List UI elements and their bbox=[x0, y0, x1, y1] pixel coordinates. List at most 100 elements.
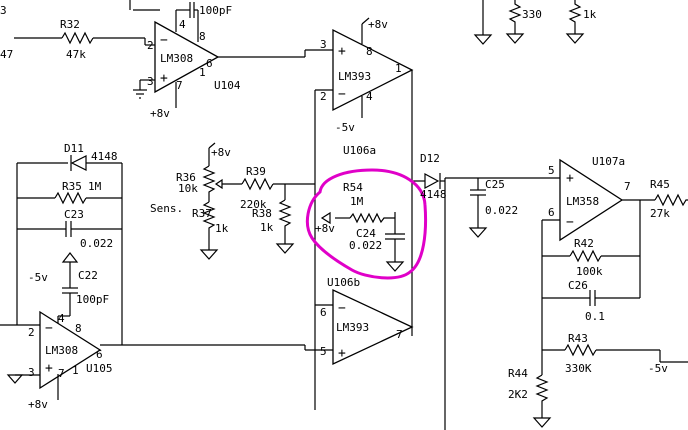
r43-value: 330K bbox=[565, 362, 592, 375]
u104-pin-6: 6 bbox=[206, 57, 213, 70]
c24-value: 0.022 bbox=[349, 239, 382, 252]
r54-c24-network: R54 1M +8v C24 0.022 bbox=[305, 168, 428, 280]
r35-ref: R35 bbox=[62, 180, 82, 193]
r36-ref: R36 bbox=[176, 171, 196, 184]
r45-ref: R45 bbox=[650, 178, 670, 191]
u106b-pin-6: 6 bbox=[320, 306, 327, 319]
d11-ref: D11 bbox=[64, 142, 84, 155]
r39-value: 220k bbox=[240, 198, 267, 211]
r38-value: 1k bbox=[260, 221, 274, 234]
u105-feedback-network: D11 4148 R35 1M C23 0.022 bbox=[16, 142, 123, 345]
left-fragment-label: 3 bbox=[0, 4, 7, 17]
r35-resistor bbox=[54, 191, 87, 205]
r37-resistor bbox=[202, 201, 216, 240]
u106b-plus-sign: + bbox=[338, 346, 346, 361]
u107a-ref: U107a bbox=[592, 155, 625, 168]
c26-value: 0.1 bbox=[585, 310, 605, 323]
u104-opamp: 2 3 − + LM308 4 8 6 7 1 U104 100pF +8v bbox=[129, 0, 305, 120]
u106a-pin-1: 1 bbox=[395, 62, 402, 75]
c25-ground-icon bbox=[468, 227, 488, 238]
u104-pin-7: 7 bbox=[176, 79, 183, 92]
c23-value: 0.022 bbox=[80, 237, 113, 250]
ground-icon-3 bbox=[565, 33, 585, 44]
u105-pin-3: 3 bbox=[28, 366, 35, 379]
r39-ref: R39 bbox=[246, 165, 266, 178]
c23-ref: C23 bbox=[64, 208, 84, 221]
d12-value: 4148 bbox=[420, 188, 447, 201]
r45-value: 27k bbox=[650, 207, 670, 220]
c26-ref: C26 bbox=[568, 279, 588, 292]
d11-value: 4148 bbox=[91, 150, 118, 163]
r-330-resistor bbox=[508, 0, 522, 34]
u104-part: LM308 bbox=[160, 52, 193, 65]
r43-supply: -5v bbox=[648, 362, 668, 375]
u106b-minus-sign: − bbox=[338, 301, 346, 316]
u104-pin-1: 1 bbox=[199, 66, 206, 79]
r42-ref: R42 bbox=[574, 237, 594, 250]
u105-part: LM308 bbox=[45, 344, 78, 357]
r-1k-top-value: 1k bbox=[583, 8, 597, 21]
r45-resistor bbox=[654, 193, 688, 207]
r42-value: 100k bbox=[576, 265, 603, 278]
u106a-pin-4: 4 bbox=[366, 90, 373, 103]
u106a-ref: U106a bbox=[343, 144, 376, 157]
r54-supply: +8v bbox=[315, 222, 335, 235]
u104-ref: U104 bbox=[214, 79, 241, 92]
u106a-pin-2: 2 bbox=[320, 90, 327, 103]
r54-wiper-arrow-icon bbox=[320, 211, 331, 225]
c24-ground-icon bbox=[385, 261, 405, 272]
u105-ground-icon bbox=[6, 374, 24, 384]
u106a-plus-sign: + bbox=[338, 44, 346, 59]
r36-supply: +8v bbox=[211, 146, 231, 159]
r32-resistor bbox=[61, 31, 94, 45]
u107a-part: LM358 bbox=[566, 195, 599, 208]
u104-supply: +8v bbox=[150, 107, 170, 120]
u104-cap-value: 100pF bbox=[199, 4, 232, 17]
d12-ref: D12 bbox=[420, 152, 440, 165]
u105-pin-6: 6 bbox=[96, 348, 103, 361]
u106b-pin-7: 7 bbox=[396, 328, 403, 341]
u105-pin-8: 8 bbox=[75, 322, 82, 335]
c22-supply: -5v bbox=[28, 271, 48, 284]
u106a-pin-3: 3 bbox=[320, 38, 327, 51]
u106a-minus-sign: − bbox=[338, 87, 346, 102]
u107a-minus-sign: − bbox=[566, 215, 574, 230]
u105-plus-sign: + bbox=[45, 361, 53, 376]
c22-ref: C22 bbox=[78, 269, 98, 282]
left-fragment-label-2: 47 bbox=[0, 48, 13, 61]
r-1k-resistor bbox=[568, 0, 582, 34]
r36-potentiometer bbox=[202, 165, 216, 202]
u104-pin-8: 8 bbox=[199, 30, 206, 43]
r38-ground-icon bbox=[275, 243, 295, 254]
highlight-circle bbox=[305, 168, 428, 280]
u106b-comparator: U106b 6 5 − + LM393 7 bbox=[304, 276, 414, 366]
u104-pin-4: 4 bbox=[179, 18, 186, 31]
c22-supply-arrow-icon bbox=[61, 252, 79, 263]
u105-pin-2: 2 bbox=[28, 326, 35, 339]
r43-resistor bbox=[564, 343, 597, 357]
r43-ref: R43 bbox=[568, 332, 588, 345]
r32-ref: R32 bbox=[60, 18, 80, 31]
u105-supply: +8v bbox=[28, 398, 48, 411]
d11-diode bbox=[70, 155, 87, 171]
d12-c25-u107a: D12 4148 C25 0.022 5 6 + − LM358 U107a 7… bbox=[420, 152, 688, 430]
u105-minus-sign: − bbox=[45, 321, 53, 336]
r32-value: 47k bbox=[66, 48, 86, 61]
r44-resistor bbox=[535, 374, 549, 418]
u106a-supply-neg: -5v bbox=[335, 121, 355, 134]
r37-value: 1k bbox=[215, 222, 229, 235]
r54-resistor bbox=[349, 212, 395, 224]
c22-value: 100pF bbox=[76, 293, 109, 306]
r36-label: Sens. bbox=[150, 202, 183, 215]
ground-icon-2 bbox=[505, 33, 525, 44]
r35-value: 1M bbox=[88, 180, 102, 193]
u105-pin-7: 7 bbox=[58, 367, 65, 380]
c25-ref: C25 bbox=[485, 178, 505, 191]
r42-resistor bbox=[569, 249, 602, 263]
c24-ref: C24 bbox=[356, 227, 376, 240]
ground-icon-1 bbox=[473, 34, 493, 45]
u105-ref: U105 bbox=[86, 362, 113, 375]
r37-ground-icon bbox=[199, 249, 219, 260]
u105-opamp: -5v C22 100pF 2 3 − + LM308 4 8 6 7 1 U1… bbox=[0, 252, 305, 411]
